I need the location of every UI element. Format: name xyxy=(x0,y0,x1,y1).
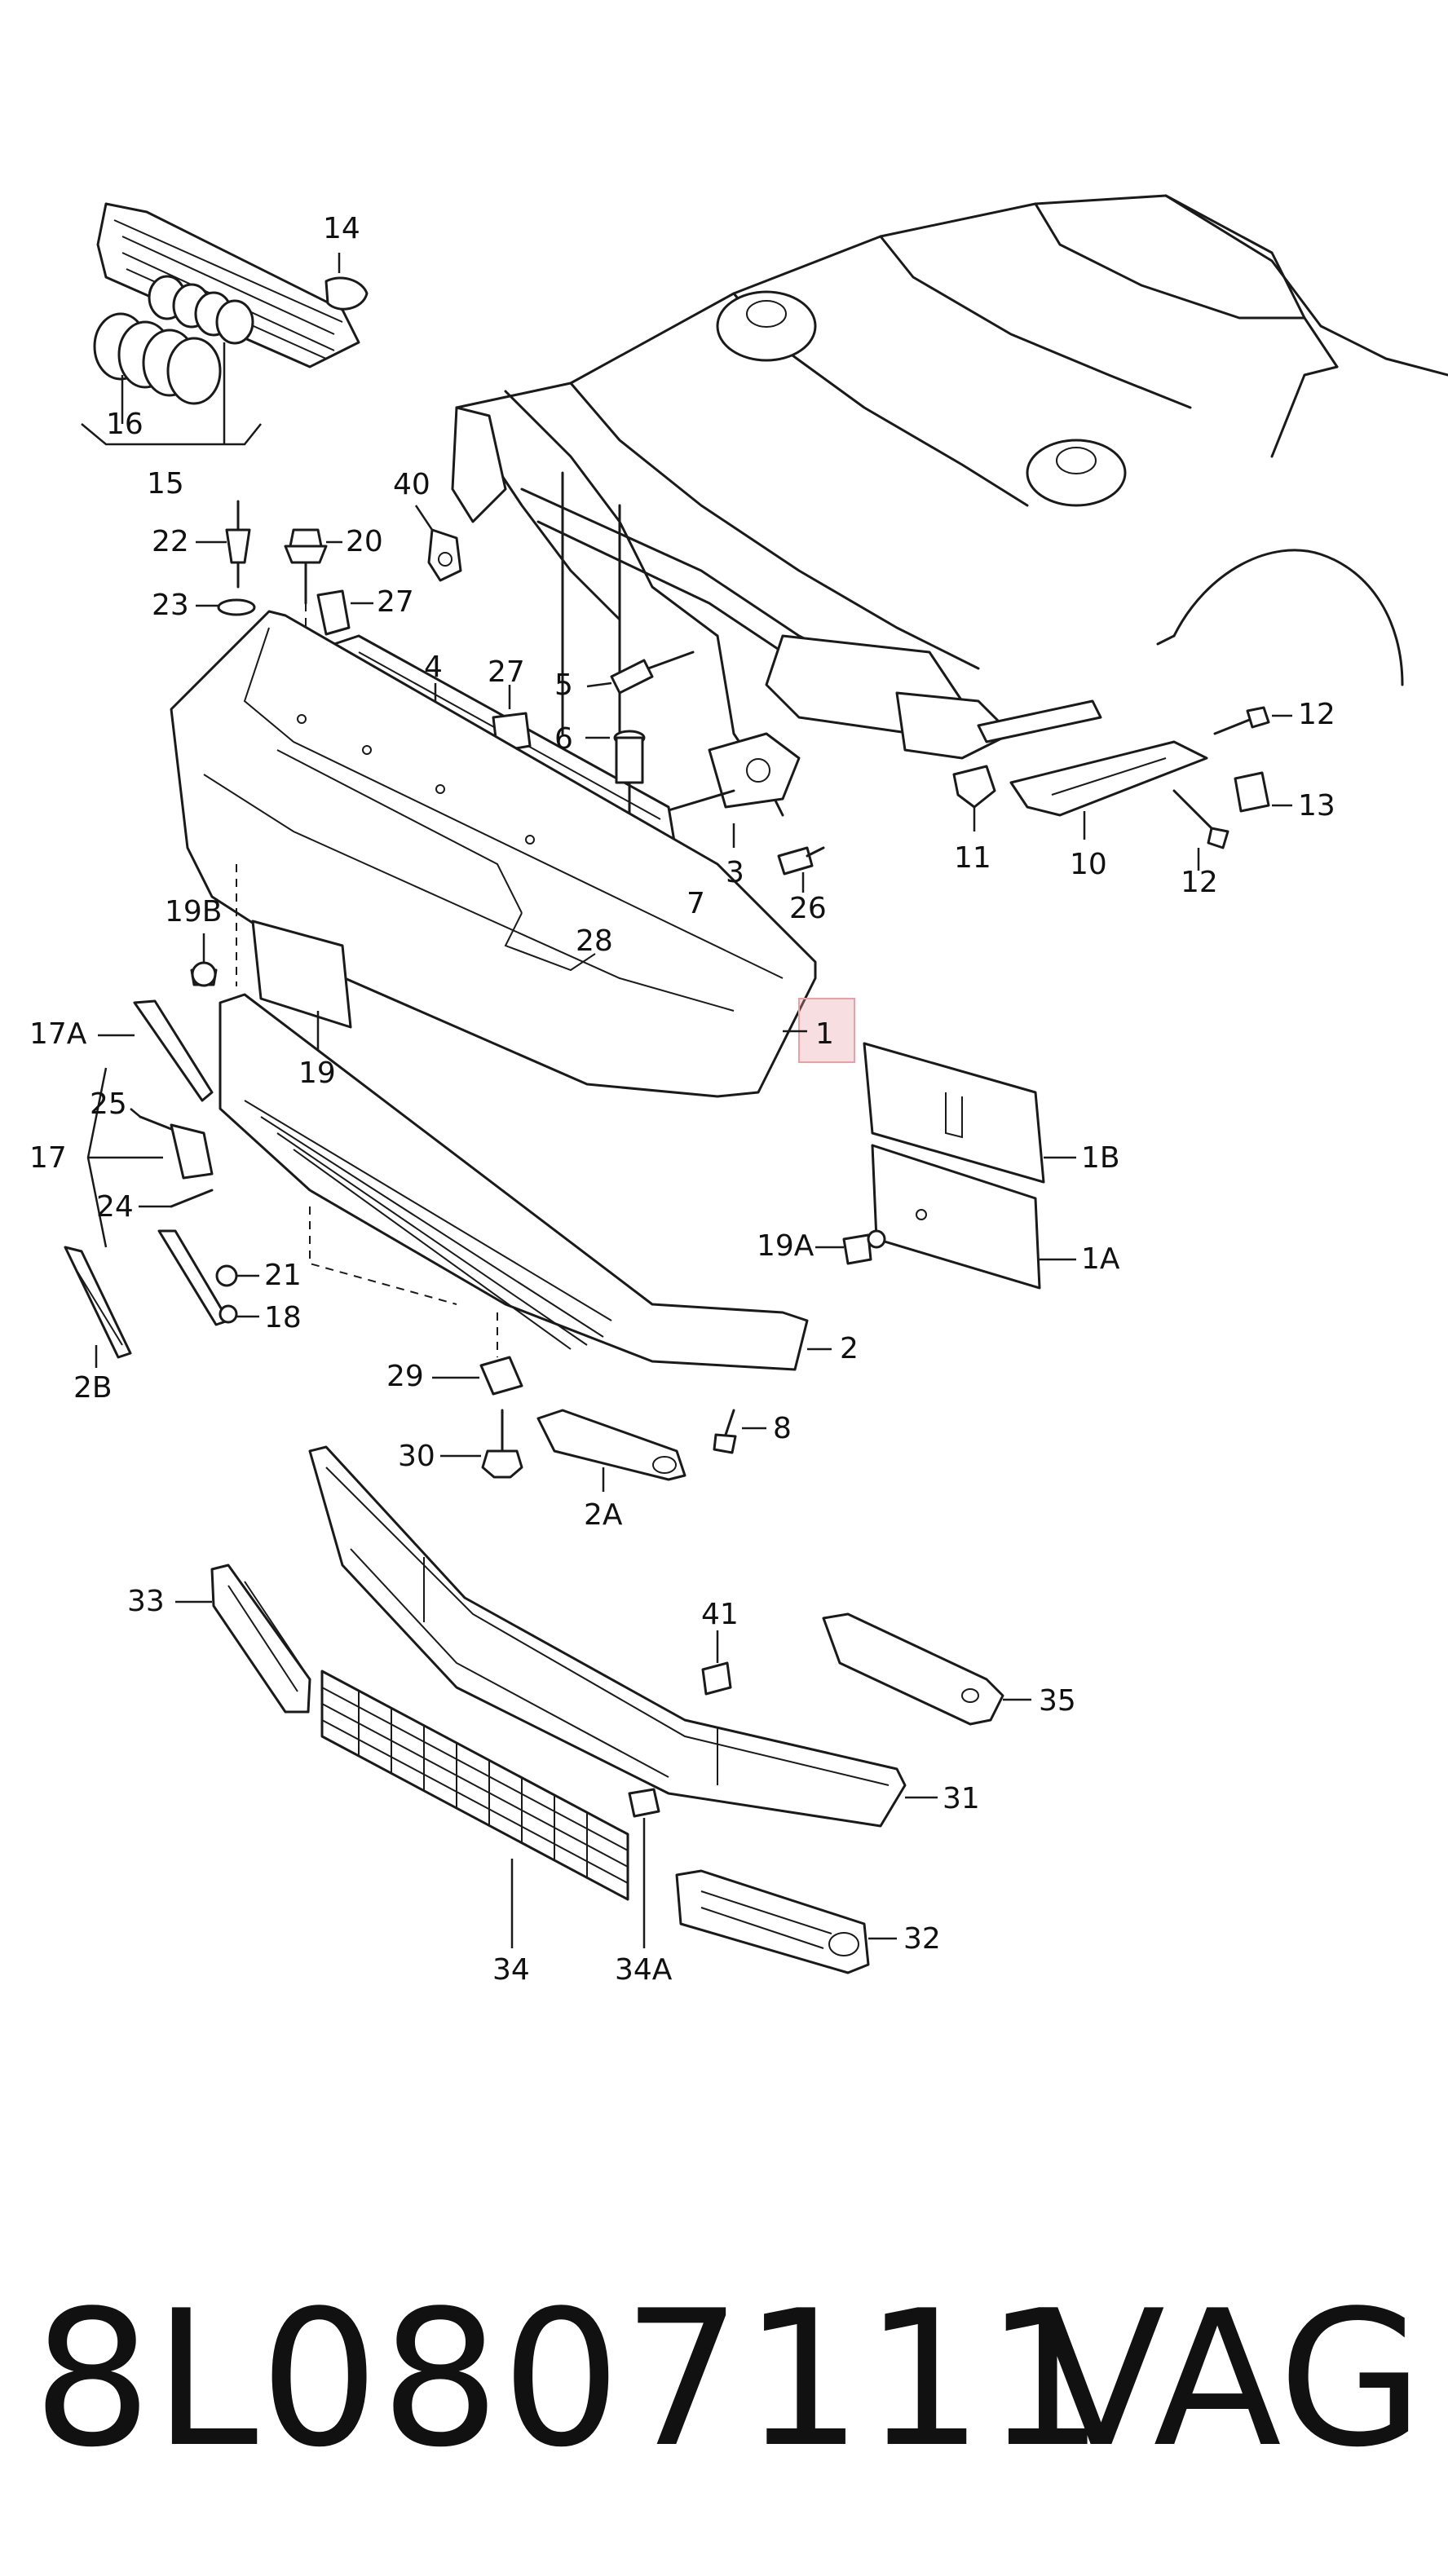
callout-27a: 27 xyxy=(377,585,414,619)
screw-12-lower xyxy=(1172,789,1229,871)
callout-7: 7 xyxy=(686,887,705,920)
bumper-carrier-2 xyxy=(219,993,832,1371)
clip-41 xyxy=(701,1630,732,1696)
bolt-5 xyxy=(586,651,695,695)
bumper-cover-1 xyxy=(170,610,817,1098)
callout-10: 10 xyxy=(1070,848,1107,881)
callout-33: 33 xyxy=(127,1585,165,1618)
clip-19a xyxy=(815,1229,886,1265)
screw-26 xyxy=(777,846,825,893)
clip-24 xyxy=(139,1189,214,1208)
washer-23 xyxy=(196,598,256,616)
callout-26: 26 xyxy=(789,892,827,925)
bracket-brace-17 xyxy=(86,1067,163,1248)
callout-1: 1 xyxy=(815,1017,834,1051)
callout-15: 15 xyxy=(147,467,184,501)
callout-31: 31 xyxy=(943,1782,980,1815)
grille-32 xyxy=(675,1869,897,1974)
callout-19a: 19A xyxy=(757,1229,814,1263)
callout-6: 6 xyxy=(554,722,573,756)
callout-30: 30 xyxy=(398,1440,435,1473)
callout-16: 16 xyxy=(106,408,143,441)
spoiler-31 xyxy=(308,1445,938,1828)
callout-25: 25 xyxy=(90,1087,127,1121)
screw-12-upper xyxy=(1213,706,1292,735)
clip-19b xyxy=(190,933,218,987)
callout-17a: 17A xyxy=(29,1017,87,1051)
callout-40: 40 xyxy=(393,468,430,501)
callout-8: 8 xyxy=(773,1412,792,1445)
callout-35: 35 xyxy=(1039,1684,1076,1718)
nut-clip-13 xyxy=(1234,771,1292,813)
callout-12a: 12 xyxy=(1298,698,1335,731)
cover-35 xyxy=(822,1612,1031,1726)
callout-4: 4 xyxy=(424,651,443,684)
bracket-17 xyxy=(170,1123,214,1180)
strip-21-18 xyxy=(157,1229,259,1326)
callout-11: 11 xyxy=(954,841,991,875)
plate-bracket-1b xyxy=(863,1042,1076,1184)
bracket-17a xyxy=(98,999,214,1102)
grille-34 xyxy=(320,1670,629,1948)
callout-highlight-fill-1 xyxy=(799,999,854,1062)
bolt-6 xyxy=(585,730,646,825)
callout-23: 23 xyxy=(152,589,189,622)
callout-19b: 19B xyxy=(165,895,223,929)
plate-bracket-1a xyxy=(871,1144,1076,1290)
callout-34a: 34A xyxy=(615,1953,673,1987)
grille-bracket-15 xyxy=(81,342,262,446)
callout-3: 3 xyxy=(726,856,744,889)
callout-32: 32 xyxy=(903,1922,941,1956)
pin-25 xyxy=(130,1108,173,1131)
footer: 8L0807111 VAG xyxy=(0,2258,1448,2503)
callout-24: 24 xyxy=(96,1190,134,1224)
callout-12b: 12 xyxy=(1181,866,1218,899)
bracket-40 xyxy=(414,505,462,582)
grille-2b xyxy=(64,1246,132,1368)
clip-34a xyxy=(628,1788,660,1948)
callout-1b: 1B xyxy=(1081,1141,1120,1175)
callout-41: 41 xyxy=(701,1598,739,1631)
callout-29: 29 xyxy=(386,1360,424,1393)
callout-21: 21 xyxy=(264,1259,302,1292)
callout-19: 19 xyxy=(298,1056,336,1090)
car-body-front-structure xyxy=(451,194,1448,831)
rivet-22 xyxy=(196,500,251,589)
grille-33 xyxy=(175,1564,311,1714)
grille-2a xyxy=(536,1409,686,1492)
audi-rings-16 xyxy=(93,275,254,405)
clip-27-upper xyxy=(316,589,373,636)
screw-30 xyxy=(440,1409,523,1479)
callout-20: 20 xyxy=(346,525,383,558)
clip-29 xyxy=(432,1312,523,1396)
badge-14 xyxy=(324,253,369,311)
callout-27b: 27 xyxy=(488,655,525,689)
screw-8 xyxy=(713,1409,766,1454)
callout-2: 2 xyxy=(840,1332,859,1365)
callout-13: 13 xyxy=(1298,789,1335,823)
callout-17: 17 xyxy=(29,1141,67,1175)
callout-34: 34 xyxy=(492,1953,530,1987)
callout-5: 5 xyxy=(554,668,573,702)
bracket-19 xyxy=(251,920,352,1052)
callout-2a: 2A xyxy=(584,1498,623,1532)
part-number: 8L0807111 xyxy=(33,2271,1106,2489)
callout-1a: 1A xyxy=(1081,1242,1120,1276)
callout-28: 28 xyxy=(576,924,613,958)
brand-name: VAG xyxy=(1036,2271,1424,2489)
callout-18: 18 xyxy=(264,1301,302,1334)
callout-2b: 2B xyxy=(73,1371,113,1405)
callout-22: 22 xyxy=(152,525,189,558)
callout-14: 14 xyxy=(323,212,360,245)
